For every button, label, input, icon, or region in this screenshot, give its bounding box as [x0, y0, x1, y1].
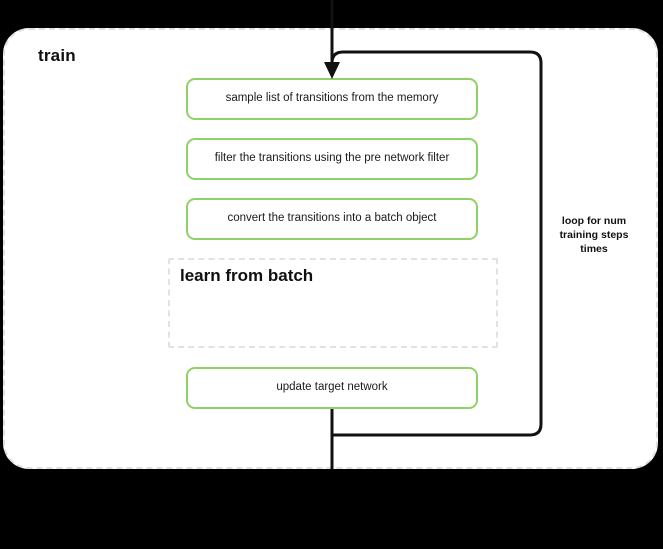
loop-annotation-label: loop for num training steps times	[559, 215, 629, 256]
step-label: update target network	[276, 381, 388, 394]
step-node-convert-batch[interactable]: convert the transitions into a batch obj…	[186, 198, 478, 240]
step-label: convert the transitions into a batch obj…	[227, 212, 437, 225]
step-node-sample-transitions[interactable]: sample list of transitions from the memo…	[186, 78, 478, 120]
scope-title-train: train	[38, 46, 76, 65]
step-node-update-target-network[interactable]: update target network	[186, 367, 478, 409]
step-label: filter the transitions using the pre net…	[214, 152, 450, 165]
step-node-filter-transitions[interactable]: filter the transitions using the pre net…	[186, 138, 478, 180]
step-label: sample list of transitions from the memo…	[225, 92, 439, 105]
sub-scope-title-learn-from-batch: learn from batch	[180, 266, 314, 285]
